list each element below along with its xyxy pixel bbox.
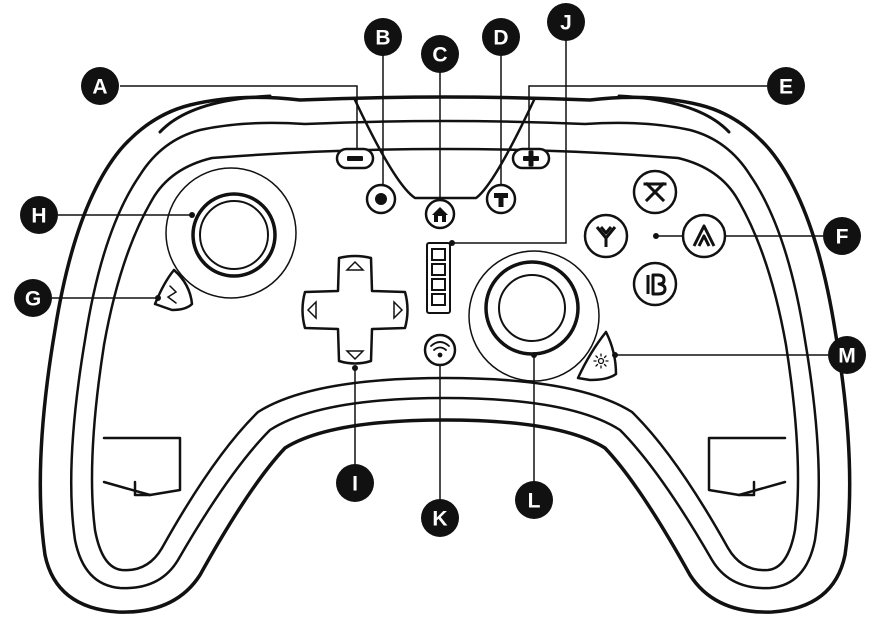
controller-outer-shell: [38, 95, 852, 614]
player-leds: [426, 242, 451, 314]
a-stylized-icon: [692, 224, 716, 247]
face-button-left[interactable]: [583, 213, 629, 259]
left-paddle[interactable]: [153, 268, 194, 312]
turbo-t-icon: [494, 193, 508, 207]
pair-button[interactable]: [423, 333, 457, 367]
minus-icon: [347, 156, 363, 161]
right-bumper: [617, 94, 731, 134]
svg-text:M: M: [838, 345, 856, 368]
callout-j: J: [547, 3, 585, 41]
svg-text:D: D: [493, 27, 508, 50]
leader-e: [528, 85, 767, 150]
face-button-right[interactable]: [681, 213, 727, 259]
face-button-bottom[interactable]: [632, 261, 678, 307]
callout-e: E: [767, 67, 805, 105]
callout-c: C: [421, 35, 459, 73]
home-icon: [432, 207, 448, 222]
left-grip-notch: [133, 480, 152, 497]
callout-i: I: [336, 464, 374, 502]
callout-h: H: [20, 196, 58, 234]
svg-text:B: B: [375, 27, 390, 50]
capture-button[interactable]: [365, 183, 397, 215]
callout-b: B: [364, 18, 402, 56]
wireless-signal-icon: [430, 341, 450, 358]
home-button[interactable]: [424, 198, 456, 230]
right-paddle[interactable]: [576, 330, 618, 382]
callout-a: A: [81, 67, 119, 105]
svg-text:J: J: [560, 12, 572, 35]
leader-j: [452, 32, 567, 244]
zigzag-icon: [166, 285, 178, 304]
face-button-top[interactable]: [632, 169, 678, 215]
sun-icon: [593, 353, 609, 369]
dpad-left-icon: [306, 300, 317, 320]
svg-text:C: C: [432, 44, 447, 67]
dpad-right-icon: [393, 300, 404, 320]
svg-text:A: A: [92, 76, 107, 99]
callout-l: L: [515, 481, 553, 519]
b-stylized-icon: [646, 273, 667, 296]
turbo-button[interactable]: [485, 183, 517, 215]
callout-d: D: [482, 18, 520, 56]
plus-icon: [523, 150, 539, 167]
y-stylized-icon: [595, 226, 617, 247]
svg-text:I: I: [352, 473, 358, 496]
callout-m: M: [828, 336, 866, 374]
svg-text:K: K: [432, 508, 447, 531]
record-dot-icon: [375, 193, 387, 205]
plus-button[interactable]: [511, 147, 551, 170]
right-grip-notch: [737, 480, 756, 497]
svg-text:F: F: [836, 226, 849, 249]
dpad-up-icon: [345, 260, 365, 271]
callout-f: F: [823, 217, 861, 255]
svg-text:H: H: [31, 205, 46, 228]
minus-button[interactable]: [335, 147, 375, 170]
dpad[interactable]: [301, 254, 409, 365]
right-grip-insert: [707, 436, 787, 497]
controller-grip-rim: [90, 147, 800, 572]
controller-inner-shell: [69, 119, 821, 590]
leader-a: [120, 85, 358, 150]
dpad-down-icon: [345, 350, 365, 361]
x-stylized-icon: [643, 181, 667, 203]
left-bumper: [158, 94, 272, 134]
svg-text:L: L: [528, 490, 541, 513]
svg-text:E: E: [779, 76, 793, 99]
leader-dots: [155, 212, 659, 371]
svg-text:G: G: [25, 288, 41, 311]
left-grip-insert: [102, 436, 182, 497]
callout-g: G: [14, 279, 52, 317]
callout-k: K: [421, 499, 459, 537]
left-stick[interactable]: [165, 167, 297, 299]
center-notch: [353, 98, 536, 200]
